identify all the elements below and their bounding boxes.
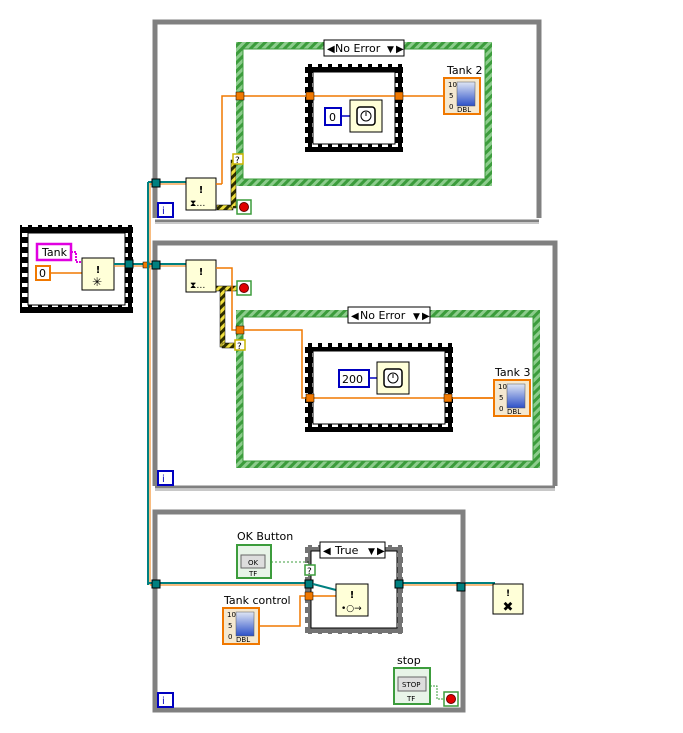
top-loop-tunnel	[151, 178, 161, 188]
stop-button-terminal[interactable]: STOP TF	[393, 667, 431, 705]
middle-wait-ms-icon[interactable]	[376, 361, 410, 395]
svg-text:⧗…: ⧗…	[190, 281, 205, 291]
tank2-indicator: 10 5 0 DBL	[443, 77, 481, 115]
bottom-iteration-terminal: i	[157, 692, 174, 708]
svg-text:!: !	[199, 267, 204, 278]
svg-text:?: ?	[307, 567, 312, 577]
top-case-selector[interactable]: ◀ No Error ▼ ▶	[323, 39, 405, 57]
svg-text:DBL: DBL	[457, 106, 471, 114]
svg-text:!: !	[96, 265, 101, 276]
tank-control-terminal[interactable]: 10 5 0 DBL	[222, 607, 260, 645]
svg-text:5: 5	[499, 394, 503, 402]
top-case-prev-arrow[interactable]: ◀	[327, 44, 335, 55]
svg-text:5: 5	[228, 622, 232, 630]
ok-button-text: OK	[248, 559, 259, 567]
top-wait-constant[interactable]: 0	[324, 107, 342, 126]
top-stop-terminal[interactable]	[236, 199, 252, 215]
ok-button-label: OK Button	[237, 530, 293, 543]
init-zero-constant[interactable]: 0	[35, 265, 51, 281]
svg-text:0: 0	[449, 103, 453, 111]
bottom-loop-tunnel	[151, 579, 161, 589]
svg-text:!: !	[199, 185, 204, 196]
bottom-iteration-text: i	[162, 696, 165, 707]
top-wait-text: 0	[329, 111, 336, 124]
top-wait-on-notification-vi-icon[interactable]: ! ⧗…	[185, 177, 217, 211]
middle-case-structure[interactable]	[236, 310, 540, 468]
svg-text:10: 10	[448, 81, 457, 89]
svg-text:0: 0	[228, 633, 232, 641]
middle-iteration-terminal: i	[157, 470, 174, 486]
middle-case-prev-arrow[interactable]: ◀	[351, 311, 359, 322]
svg-text:!: !	[350, 590, 355, 601]
middle-case-selector-text: No Error	[360, 309, 406, 322]
bottom-stop-terminal[interactable]	[443, 691, 459, 707]
top-wait-ms-icon[interactable]	[349, 99, 383, 133]
bottom-case-selector-text: True	[334, 544, 359, 557]
middle-case-selector[interactable]: ◀ No Error ▼ ▶	[347, 306, 431, 324]
top-case-next-arrow[interactable]: ▶	[396, 44, 404, 55]
top-iteration-terminal: i	[157, 202, 174, 218]
stop-button-text: STOP	[402, 681, 420, 689]
middle-loop-tunnel	[151, 260, 161, 270]
svg-text:0: 0	[499, 405, 503, 413]
svg-text:10: 10	[498, 383, 507, 391]
top-case-dropdown-icon[interactable]: ▼	[387, 45, 394, 55]
bottom-case-dropdown-icon[interactable]: ▼	[368, 547, 375, 557]
bottom-case-next-arrow[interactable]: ▶	[377, 546, 385, 557]
init-zero-text: 0	[39, 267, 46, 280]
middle-case-next-arrow[interactable]: ▶	[422, 311, 430, 322]
svg-text:⧗…: ⧗…	[190, 199, 205, 209]
tank3-label: Tank 3	[494, 366, 530, 379]
svg-text:✳: ✳	[92, 275, 102, 289]
svg-text:?: ?	[237, 342, 242, 352]
top-iteration-text: i	[162, 206, 165, 217]
tank2-label: Tank 2	[446, 64, 482, 77]
bottom-case-prev-arrow[interactable]: ◀	[323, 546, 331, 557]
svg-text:✖: ✖	[503, 600, 514, 615]
middle-case-dropdown-icon[interactable]: ▼	[413, 312, 420, 322]
release-notifier-vi-icon[interactable]: ! ✖	[492, 583, 524, 615]
send-notification-vi-icon[interactable]: ! •○→	[335, 583, 369, 617]
svg-text:10: 10	[227, 611, 236, 619]
bottom-case-selector[interactable]: ◀ True ▼ ▶	[319, 541, 386, 559]
top-case-selector-text: No Error	[335, 42, 381, 55]
tank-string-text: Tank	[41, 246, 68, 259]
svg-text:DBL: DBL	[507, 408, 521, 416]
middle-wait-on-notification-vi-icon[interactable]: ! ⧗…	[185, 259, 217, 293]
create-notifier-vi-icon[interactable]: ! ✳	[81, 257, 115, 291]
svg-text:5: 5	[449, 92, 453, 100]
bottom-while-loop[interactable]	[152, 509, 466, 713]
svg-text:!: !	[506, 589, 510, 599]
tank3-indicator: 10 5 0 DBL	[493, 379, 531, 417]
tank-control-label: Tank control	[223, 594, 291, 607]
top-while-loop[interactable]	[152, 19, 542, 224]
middle-stop-terminal[interactable]	[236, 280, 252, 296]
svg-text:TF: TF	[248, 570, 257, 578]
ok-button-terminal[interactable]: OK TF	[236, 544, 272, 579]
middle-wait-constant[interactable]: 200	[338, 369, 370, 388]
svg-text:TF: TF	[406, 695, 415, 703]
svg-text:?: ?	[235, 156, 240, 166]
stop-label: stop	[397, 654, 421, 667]
tank-string-constant[interactable]: Tank	[35, 242, 73, 262]
middle-wait-text: 200	[342, 373, 363, 386]
middle-while-loop[interactable]	[152, 240, 558, 491]
middle-iteration-text: i	[162, 474, 165, 485]
svg-text:•○→: •○→	[341, 604, 362, 614]
svg-text:DBL: DBL	[236, 636, 250, 644]
